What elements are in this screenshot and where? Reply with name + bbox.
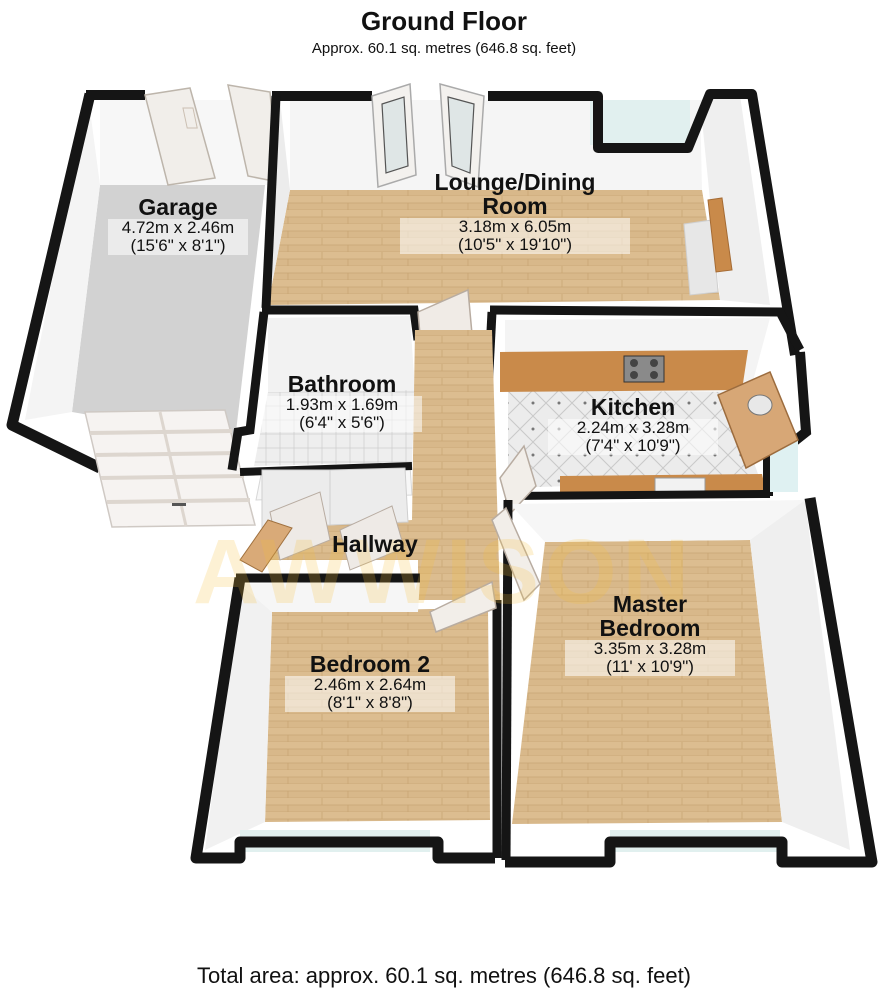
lounge-french-door-left[interactable] (371, 82, 417, 189)
total-area-footer: Total area: approx. 60.1 sq. metres (646… (196, 963, 692, 988)
kitchen-metric: 2.24m x 3.28m (548, 419, 718, 437)
kitchen-name: Kitchen (590, 394, 676, 420)
garage-outer-wall (6, 92, 103, 473)
lounge-window (590, 100, 690, 145)
master-name-line1: Master (612, 591, 688, 617)
bathroom-imperial: (6'4" x 5'6") (262, 414, 422, 432)
lounge-imperial: (10'5" x 19'10") (400, 236, 630, 254)
garage-label: Garage 4.72m x 2.46m (15'6" x 8'1") (108, 195, 248, 255)
bedroom-2-door[interactable] (429, 580, 497, 634)
kitchen-label: Kitchen 2.24m x 3.28m (7'4" x 10'9") (548, 395, 718, 455)
bedroom-2-outer-wall (190, 577, 495, 864)
garage-left-wall (25, 95, 100, 420)
lounge-fireplace-unit (683, 197, 733, 296)
bathroom-label: Bathroom 1.93m x 1.69m (6'4" x 5'6") (262, 372, 422, 432)
lounge-label: Lounge/Dining Room 3.18m x 6.05m (10'5" … (400, 170, 630, 254)
kitchen-bottom-wall (504, 490, 771, 500)
master-metric: 3.35m x 3.28m (565, 640, 735, 659)
garage-room (6, 84, 280, 528)
front-door[interactable] (239, 519, 293, 573)
bathroom-back-wall (268, 316, 415, 392)
lounge-name-line1: Lounge/Dining (434, 169, 596, 195)
floor-area-subtitle: Approx. 60.1 sq. metres (646.8 sq. feet) (311, 40, 577, 57)
master-outer-wall (505, 497, 878, 868)
bedroom-2-metric: 2.46m x 2.64m (285, 676, 455, 694)
bedroom-2-floor (265, 608, 490, 822)
master-back-wall (510, 500, 805, 542)
master-bedroom-room (491, 497, 878, 868)
bathroom-name: Bathroom (287, 371, 397, 397)
master-bedroom-label: Master Bedroom 3.35m x 3.28m (11' x 10'9… (565, 592, 735, 676)
kitchen-walls (489, 305, 804, 353)
kitchen-back-door[interactable] (717, 371, 799, 470)
bedroom-2-back-wall (240, 580, 420, 612)
bathroom-left-wall (227, 311, 269, 471)
bedroom-2-label: Bedroom 2 2.46m x 2.64m (8'1" x 8'8") (285, 652, 455, 712)
sink-icon (654, 477, 706, 493)
master-name-line2: Bedroom (599, 615, 701, 642)
kitchen-imperial: (7'4" x 10'9") (548, 437, 718, 455)
hallway-name: Hallway (332, 531, 418, 557)
master-right-wall (750, 500, 850, 850)
lounge-french-door-right[interactable] (439, 82, 485, 189)
master-floor (512, 540, 782, 824)
hallway-cupboard-doors[interactable] (261, 467, 409, 571)
garage-name: Garage (138, 194, 218, 220)
master-door[interactable] (491, 506, 541, 602)
garage-imperial: (15'6" x 8'1") (108, 237, 248, 255)
floor-title: Ground Floor (360, 6, 528, 36)
garage-up-and-over-door[interactable] (84, 409, 256, 528)
bathroom-metric: 1.93m x 1.69m (262, 396, 422, 414)
hallway (239, 330, 500, 600)
bedroom-2-imperial: (8'1" x 8'8") (285, 694, 455, 712)
garage-door-left[interactable] (144, 87, 216, 186)
hallway-label: Hallway (310, 532, 440, 556)
bedroom-2-name: Bedroom 2 (309, 651, 431, 677)
lounge-top-wall-right (488, 89, 800, 356)
lounge-left-divider (261, 95, 281, 309)
bedroom-2-left-wall (205, 584, 272, 850)
garage-metric: 4.72m x 2.46m (108, 219, 248, 237)
master-imperial: (11' x 10'9") (565, 658, 735, 676)
lounge-metric: 3.18m x 6.05m (400, 218, 630, 237)
hob-icon (623, 355, 665, 383)
lounge-name-line2: Room (482, 193, 548, 220)
bedroom-2-room (190, 573, 502, 864)
